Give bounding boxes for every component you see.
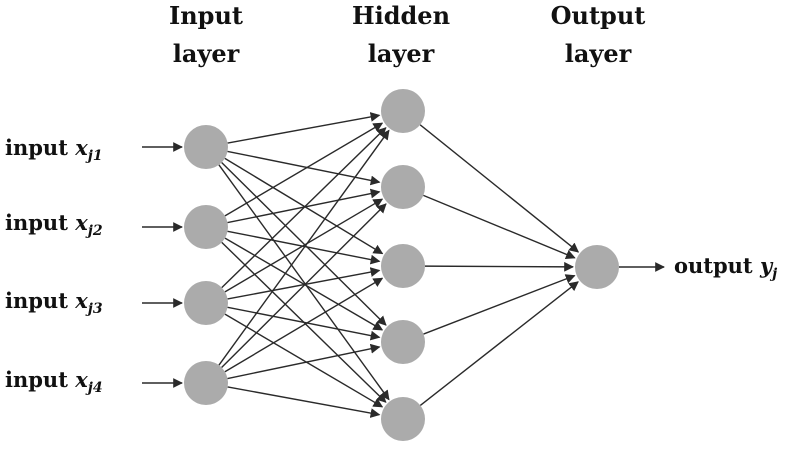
edge-in4-h5 [227, 386, 381, 418]
input-label-4: input xj4 [5, 367, 103, 396]
output-label: output yj [674, 253, 777, 282]
edge-in1-h2 [227, 150, 381, 186]
edges-group [142, 112, 665, 418]
edge-in1-h1 [227, 112, 381, 144]
input-layer-title-line2: layer [173, 39, 240, 68]
output-layer-title-line2: layer [565, 39, 632, 68]
edge-h5-out [419, 281, 579, 406]
input-node-4 [184, 361, 228, 405]
input-layer-title-line1: Input [169, 1, 243, 30]
hidden-node-4 [381, 320, 425, 364]
edge-h4-out [423, 274, 576, 335]
edge-in3-h2 [224, 198, 384, 293]
edge-in3-h1 [221, 127, 387, 289]
hidden-node-2 [381, 165, 425, 209]
edge-in1-h5 [218, 164, 390, 401]
edge-in1-h4 [221, 161, 387, 326]
edge-in4-h3 [224, 277, 384, 373]
input-label-2: input xj2 [5, 210, 103, 239]
edge-h2-out [423, 194, 576, 260]
edge-in4-h1 [218, 129, 390, 366]
edge-h1-out [419, 124, 580, 253]
output-layer-title-line1: Output [551, 1, 646, 30]
edge-in4-h4 [227, 343, 381, 380]
nodes-group [184, 89, 619, 441]
hidden-layer-title-line1: Hidden [352, 1, 450, 30]
edge-in4-h2 [221, 203, 387, 368]
hidden-node-3 [381, 244, 425, 288]
edge-in3-h3 [227, 267, 381, 300]
input-node-3 [184, 281, 228, 325]
input-node-2 [184, 205, 228, 249]
hidden-layer-title-line2: layer [368, 39, 435, 68]
hidden-node-5 [381, 397, 425, 441]
edge-h3-out [424, 261, 574, 272]
edge-in3-h5 [224, 313, 384, 408]
input-label-1: input xj1 [5, 135, 103, 164]
hidden-node-1 [381, 89, 425, 133]
edge-in2-h1 [224, 122, 384, 217]
input-node-1 [184, 125, 228, 169]
edge-in1-h3 [224, 157, 384, 255]
output-node [575, 245, 619, 289]
edge-in3-h4 [227, 306, 381, 341]
input-label-3: input xj3 [5, 288, 103, 317]
